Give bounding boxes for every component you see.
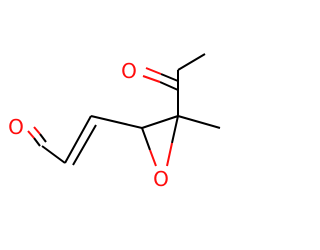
aldehyde-co-bond-b-c: [39, 133, 47, 143]
aldehyde-co-bond-a-o: [27, 130, 35, 139]
c3-c4-bond: [90, 115, 143, 129]
ketone-co-bond-a-o: [142, 75, 161, 83]
epoxide-molecule-structure: O O O: [8, 53, 221, 191]
acetyl-methyl-bond: [177, 53, 206, 71]
epoxide-c4-o-bond-o: [149, 149, 157, 167]
ketone-co-bond-a-c: [159, 81, 179, 91]
epoxide-c4-o-bond-c: [141, 127, 151, 151]
aldehyde-oxygen-label: O: [8, 115, 24, 139]
aldehyde-co-bond-a-c: [33, 137, 41, 147]
c1-c2-bond: [41, 145, 66, 164]
ketone-oxygen-label: O: [121, 59, 137, 83]
c5-methyl-bond: [177, 115, 221, 129]
c2-c3-double-bond-b: [72, 124, 97, 166]
ketone-co-bond-b-c: [160, 73, 179, 82]
epoxide-oxygen-label: O: [153, 167, 169, 191]
epoxide-c5-o-bond-c: [171, 115, 179, 144]
ketone-co-bond-b-o: [145, 67, 162, 75]
c2-c3-double-bond-a: [64, 115, 92, 164]
epoxide-c4-c5-bond: [141, 115, 179, 129]
epoxide-c5-o-bond-o: [166, 142, 173, 167]
aldehyde-co-bond-b-o: [33, 126, 41, 135]
